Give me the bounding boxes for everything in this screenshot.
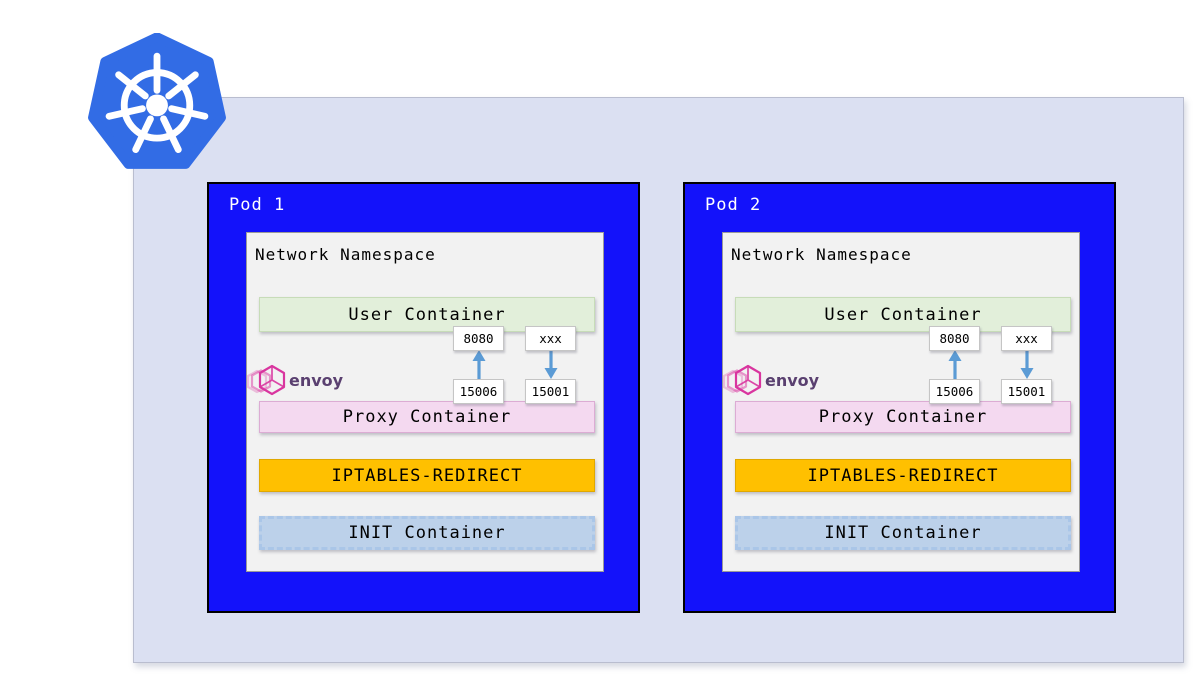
iptables-redirect-box: IPTABLES-REDIRECT	[259, 459, 595, 492]
arrow-down-icon	[1020, 350, 1034, 379]
port-chip-unknown: xxx	[1001, 326, 1052, 351]
network-namespace: Network Namespace User Container 8080 xx…	[722, 232, 1080, 572]
iptables-redirect-box: IPTABLES-REDIRECT	[735, 459, 1071, 492]
envoy-icon	[247, 364, 286, 396]
proxy-container-box: Proxy Container	[259, 401, 595, 433]
network-namespace-title: Network Namespace	[255, 245, 436, 264]
pod-title: Pod 2	[705, 195, 762, 215]
proxy-container-box: Proxy Container	[735, 401, 1071, 433]
init-container-box: INIT Container	[735, 516, 1071, 550]
port-chip-app: 8080	[453, 326, 504, 351]
envoy-icon	[723, 364, 762, 396]
arrow-down-icon	[544, 350, 558, 379]
arrow-up-icon	[472, 350, 486, 379]
envoy-wordmark: envoy	[765, 370, 820, 390]
pod-2: Pod 2 Network Namespace User Container 8…	[683, 182, 1116, 613]
port-chip-app: 8080	[929, 326, 980, 351]
port-chip-unknown: xxx	[525, 326, 576, 351]
pod-title: Pod 1	[229, 195, 286, 215]
kubernetes-logo-icon	[88, 33, 226, 169]
port-chip-inbound: 15006	[929, 379, 980, 404]
port-chip-outbound: 15001	[1001, 379, 1052, 404]
arrow-up-icon	[948, 350, 962, 379]
pod-1: Pod 1 Network Namespace User Container 8…	[207, 182, 640, 613]
port-chip-outbound: 15001	[525, 379, 576, 404]
init-container-box: INIT Container	[259, 516, 595, 550]
network-namespace-title: Network Namespace	[731, 245, 912, 264]
envoy-wordmark: envoy	[289, 370, 344, 390]
port-chip-inbound: 15006	[453, 379, 504, 404]
network-namespace: Network Namespace User Container 8080 xx…	[246, 232, 604, 572]
envoy-logo: envoy	[723, 362, 819, 398]
envoy-logo: envoy	[247, 362, 343, 398]
